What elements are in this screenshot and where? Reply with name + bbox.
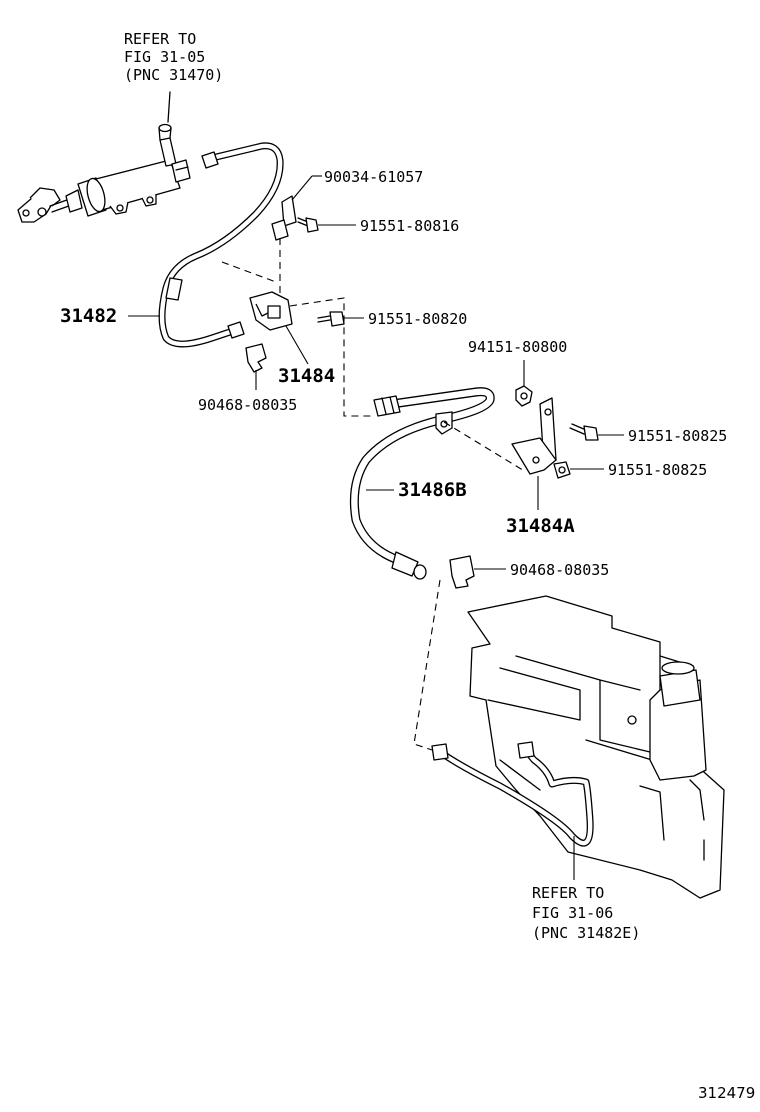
figure-number: 312479 [698, 1084, 755, 1102]
bracket-90034-61057 [271, 195, 297, 241]
reference-note-top: REFER TO FIG 31-05 (PNC 31470) [124, 30, 223, 84]
reference-top-line2: FIG 31-05 [124, 48, 205, 66]
label-91551-80825-lower: 91551-80825 [608, 461, 707, 479]
label-91551-80816: 91551-80816 [360, 217, 459, 235]
leader-lines [128, 175, 624, 570]
label-31482: 31482 [60, 305, 117, 327]
label-31486B: 31486B [398, 479, 467, 501]
bolt-91551-80825-lower [553, 461, 571, 479]
label-90468-08035-upper: 90468-08035 [198, 396, 297, 414]
label-31484: 31484 [278, 365, 335, 387]
nut-94151-80800 [515, 385, 533, 407]
assembly-guide-line-hose-bracket [443, 421, 527, 473]
reference-bottom-line1: REFER TO [532, 884, 604, 902]
label-94151-80800: 94151-80800 [468, 338, 567, 356]
label-31484A: 31484A [506, 515, 575, 537]
bolt-91551-80820 [317, 311, 345, 327]
reference-note-bottom: REFER TO FIG 31-06 (PNC 31482E) [532, 884, 640, 942]
clip-90468-08035-lower [449, 555, 475, 589]
clutch-hose-31486B [349, 387, 495, 580]
clutch-tube-31482 [158, 142, 284, 348]
label-90468-08035-lower: 90468-08035 [510, 561, 609, 579]
reference-bottom-line2: FIG 31-06 [532, 904, 613, 922]
label-90034-61057: 90034-61057 [324, 168, 423, 186]
label-91551-80825-upper: 91551-80825 [628, 427, 727, 445]
reference-bottom-line3: (PNC 31482E) [532, 924, 640, 942]
clip-90468-08035-upper [245, 343, 267, 373]
bracket-31484A [511, 397, 557, 475]
reference-top-line3: (PNC 31470) [124, 66, 223, 84]
assembly-guide-line-lower [413, 579, 441, 753]
transmission-housing [467, 595, 725, 899]
label-91551-80820: 91551-80820 [368, 310, 467, 328]
clutch-master-cylinder [17, 91, 191, 223]
bracket-31484 [249, 291, 293, 331]
bolt-91551-80825-upper [569, 423, 599, 441]
clutch-tube-lower [431, 741, 594, 880]
assembly-guide-lines-upper [221, 238, 374, 417]
reference-top-line1: REFER TO [124, 30, 196, 48]
bolt-91551-80816 [297, 217, 319, 233]
part-labels: 90034-61057 91551-80816 31482 91551-8082… [60, 168, 755, 1102]
